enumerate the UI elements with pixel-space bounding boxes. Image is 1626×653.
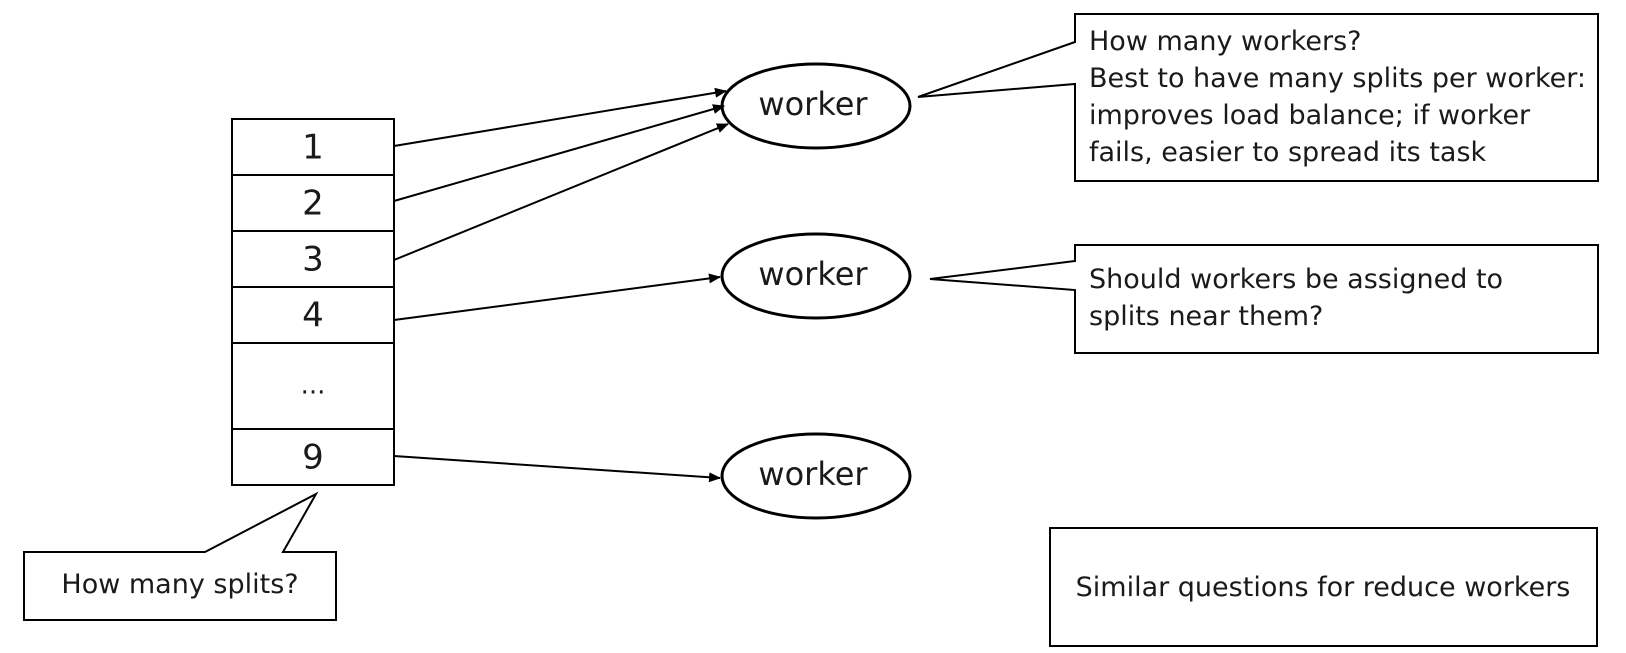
arrow-split4-to-worker2 <box>393 273 721 321</box>
arrow-split2-to-worker1 <box>393 104 725 202</box>
split-label-2: 2 <box>302 184 324 224</box>
worker-ellipse-2 <box>720 232 912 320</box>
split-label-4: 4 <box>302 296 324 336</box>
split-label-ellipsis: ... <box>301 371 326 401</box>
callout-workers-line-4: fails, easier to spread its task <box>1089 137 1487 168</box>
callout-workers-line-2: Best to have many splits per worker: <box>1089 63 1586 94</box>
split-label-1: 1 <box>302 128 324 168</box>
callout-workers-line-1: How many workers? <box>1089 26 1362 57</box>
callout-locality-box <box>929 244 1599 354</box>
worker-ellipse-3 <box>720 432 912 520</box>
arrow-split3-to-worker1 <box>393 123 729 261</box>
split-label-3: 3 <box>302 240 324 280</box>
worker-nodes <box>720 62 912 520</box>
worker-label-3: worker <box>758 455 868 493</box>
callout-locality-line-2: splits near them? <box>1089 301 1323 332</box>
arrow-split9-to-worker3 <box>393 455 721 483</box>
note-reduce-box <box>1049 527 1598 647</box>
worker-label-2: worker <box>758 255 868 293</box>
callout-splits-text: How many splits? <box>61 569 298 600</box>
note-reduce-text: Similar questions for reduce workers <box>1076 572 1571 603</box>
arrow-split1-to-worker1 <box>393 87 727 147</box>
split-label-9: 9 <box>302 438 324 478</box>
callout-locality-line-1: Should workers be assigned to <box>1089 264 1503 295</box>
worker-label-1: worker <box>758 85 868 123</box>
callout-workers-line-3: improves load balance; if worker <box>1089 100 1531 131</box>
callout-splits-box <box>23 491 337 621</box>
callout-workers-box <box>917 13 1599 182</box>
